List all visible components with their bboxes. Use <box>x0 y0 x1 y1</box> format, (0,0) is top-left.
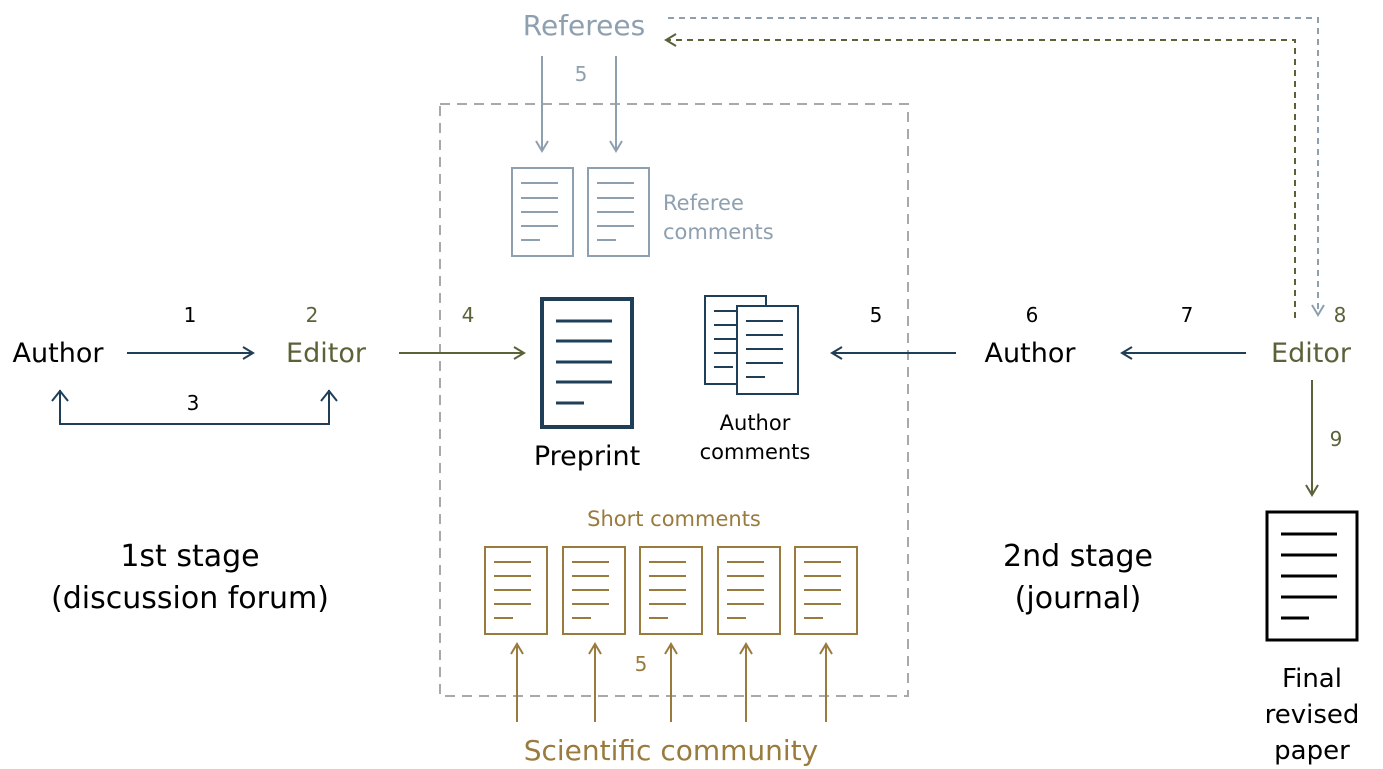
final-paper-document <box>1265 510 1359 642</box>
first-stage-subtitle: (discussion forum) <box>51 581 329 616</box>
referee-comment-doc-2 <box>587 167 650 257</box>
referee-comments-line-2: comments <box>663 220 774 244</box>
author-comments-line-2: comments <box>700 440 811 464</box>
return-arrowhead-right <box>320 389 338 402</box>
referee-comment-doc-1 <box>511 167 574 257</box>
referee-comments-line-1: Referee <box>663 191 744 215</box>
short-comments-label: Short comments <box>587 507 761 531</box>
step-8: 8 <box>1334 303 1347 327</box>
preprint-document <box>540 297 634 429</box>
final-paper-line-2: revised <box>1265 700 1360 730</box>
editor-to-author-return-arrow <box>59 390 330 425</box>
short-comment-doc <box>717 546 781 635</box>
author-left-label: Author <box>13 338 105 369</box>
editor-left-label: Editor <box>286 338 367 369</box>
final-paper-line-1: Final <box>1282 664 1342 694</box>
step-6: 6 <box>1026 303 1039 327</box>
step-4: 4 <box>462 303 475 327</box>
step-3: 3 <box>187 391 200 415</box>
preprint-label: Preprint <box>534 441 640 472</box>
short-comment-docs <box>484 546 858 722</box>
editor-right-label: Editor <box>1271 338 1352 369</box>
author-comments-line-1: Author <box>720 411 791 435</box>
step-5-author: 5 <box>870 303 883 327</box>
referee-to-editor-dashed-arrow <box>668 17 1325 317</box>
step-1: 1 <box>184 303 197 327</box>
author-comments-document <box>704 295 799 395</box>
step-7: 7 <box>1181 303 1194 327</box>
discussion-box <box>439 103 909 697</box>
referees-label: Referees <box>523 9 645 42</box>
short-comment-doc <box>794 546 858 635</box>
author-right-label: Author <box>985 338 1077 369</box>
editor-to-referee-dashed-arrow <box>664 33 1296 318</box>
second-stage-subtitle: (journal) <box>1015 581 1142 616</box>
first-stage-title: 1st stage <box>120 539 259 574</box>
step-2: 2 <box>306 303 319 327</box>
step-5-community: 5 <box>635 652 648 676</box>
return-arrowhead-left <box>51 389 69 402</box>
short-comment-doc <box>562 546 626 635</box>
final-paper-line-3: paper <box>1274 736 1350 766</box>
second-stage-title: 2nd stage <box>1003 539 1153 574</box>
step-9: 9 <box>1330 427 1343 451</box>
short-comment-doc <box>484 546 548 635</box>
scientific-community-label: Scientific community <box>524 734 819 767</box>
short-comment-doc <box>639 546 703 635</box>
step-5-referees: 5 <box>575 62 588 86</box>
